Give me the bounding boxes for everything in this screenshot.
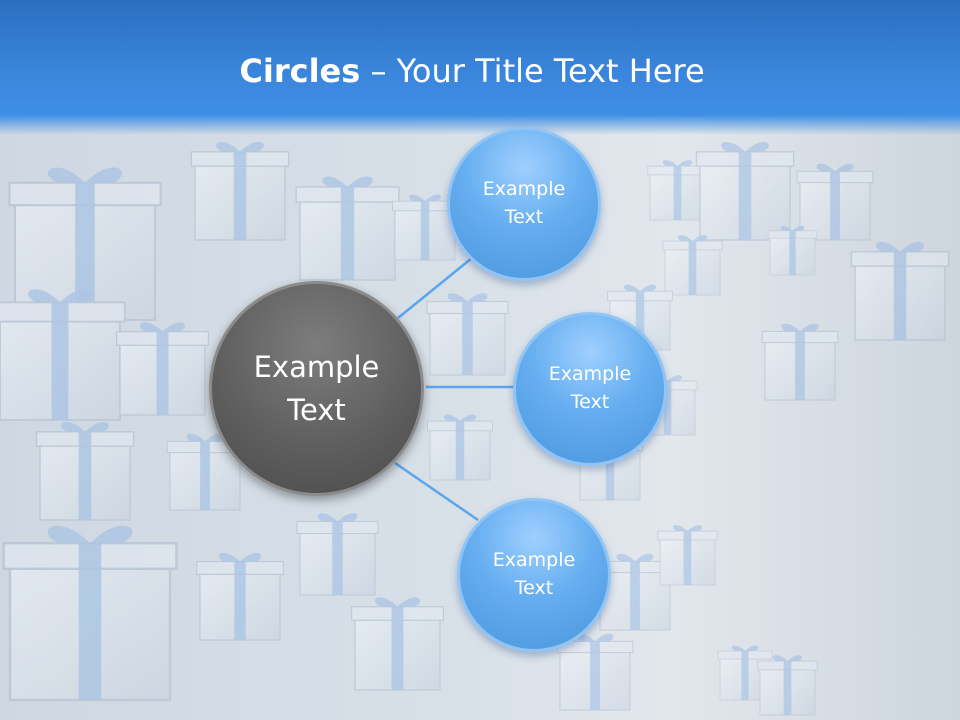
satellite-circle-top: Example Text: [447, 127, 601, 281]
center-label-line2: Text: [287, 392, 346, 427]
connector-top: [397, 257, 473, 319]
title-rest: – Your Title Text Here: [360, 52, 705, 90]
satellite-label-line1: Example: [548, 363, 632, 386]
satellite-label-line1: Example: [482, 178, 566, 201]
satellite-circle-middle: Example Text: [513, 312, 667, 466]
satellite-label-line2: Text: [504, 206, 544, 228]
header-band: [0, 0, 960, 135]
slide-title: Circles – Your Title Text Here: [0, 52, 944, 90]
satellite-circle-bottom: Example Text: [457, 498, 611, 652]
satellite-label: Example Text: [493, 547, 575, 602]
satellite-label: Example Text: [549, 361, 631, 416]
satellite-label-line2: Text: [570, 391, 610, 413]
satellite-label-line1: Example: [492, 549, 576, 572]
center-label-line1: Example: [253, 350, 380, 385]
satellite-label: Example Text: [483, 176, 565, 231]
connector-bottom: [394, 461, 479, 522]
satellite-label-line2: Text: [514, 577, 554, 599]
title-bold: Circles: [239, 52, 361, 90]
center-circle-label: Example Text: [254, 346, 380, 430]
center-circle: Example Text: [209, 281, 424, 496]
